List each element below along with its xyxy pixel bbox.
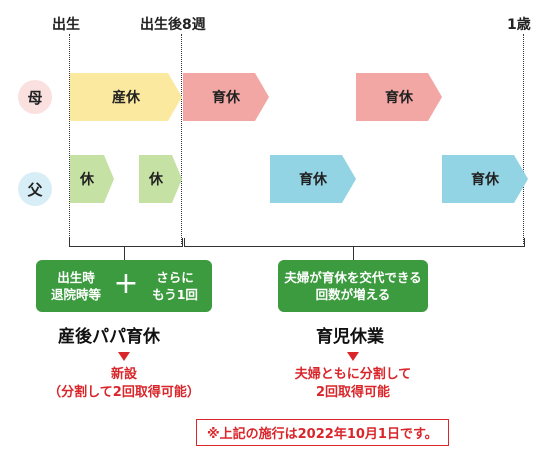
birth-dotted-line — [69, 34, 70, 244]
father-rest-block-2: 休 — [139, 155, 182, 203]
note-new: 新設 — [110, 367, 137, 382]
father-childcare-leave-block-1: 育休 — [270, 155, 356, 203]
right-bracket-stem — [353, 246, 354, 260]
box-line-discharge: 退院時等 — [50, 287, 101, 302]
box-line-one-more: もう1回 — [152, 287, 198, 302]
left-down-triangle — [118, 352, 130, 361]
plus-symbol: + — [113, 266, 139, 301]
label-birth: 出生 — [52, 17, 80, 33]
one-year-dotted-line — [523, 34, 524, 244]
effective-date-note: ※上記の施行は2022年10月1日です。 — [196, 419, 449, 446]
childcare-leave-info-box: 夫婦が育休を交代できる 回数が増える — [278, 260, 428, 312]
heading-papa-leave: 産後パパ育休 — [58, 327, 160, 347]
mother-row-label: 母 — [18, 80, 52, 114]
mother-childcare-leave-block-2: 育休 — [356, 73, 442, 121]
left-bracket — [69, 238, 183, 247]
note-couple-split: 夫婦ともに分割して — [294, 367, 412, 382]
right-down-triangle — [347, 352, 359, 361]
label-one-year: 1歳 — [507, 17, 531, 33]
note-split-twice: （分割して2回取得可能） — [48, 385, 200, 400]
box-line-increase: 回数が増える — [315, 287, 391, 302]
papa-leave-info-box: 出生時 退院時等 + さらに もう1回 — [36, 260, 212, 312]
mother-childcare-leave-block-1: 育休 — [183, 73, 269, 121]
note-twice-possible: 2回取得可能 — [315, 385, 391, 400]
box-line-birth: 出生時 — [57, 270, 95, 285]
heading-childcare-leave: 育児休業 — [316, 327, 384, 347]
box-line-swap: 夫婦が育休を交代できる — [284, 270, 422, 285]
label-eight-weeks: 出生後8週 — [140, 17, 206, 33]
father-rest-block-1: 休 — [70, 155, 114, 203]
father-childcare-leave-block-2: 育休 — [442, 155, 528, 203]
right-bracket — [184, 238, 525, 247]
left-bracket-stem — [124, 246, 125, 260]
eight-weeks-dotted-line — [181, 34, 182, 244]
box-line-additional: さらに — [156, 270, 194, 285]
father-row-label: 父 — [18, 172, 52, 206]
maternity-leave-block: 産休 — [70, 73, 182, 121]
